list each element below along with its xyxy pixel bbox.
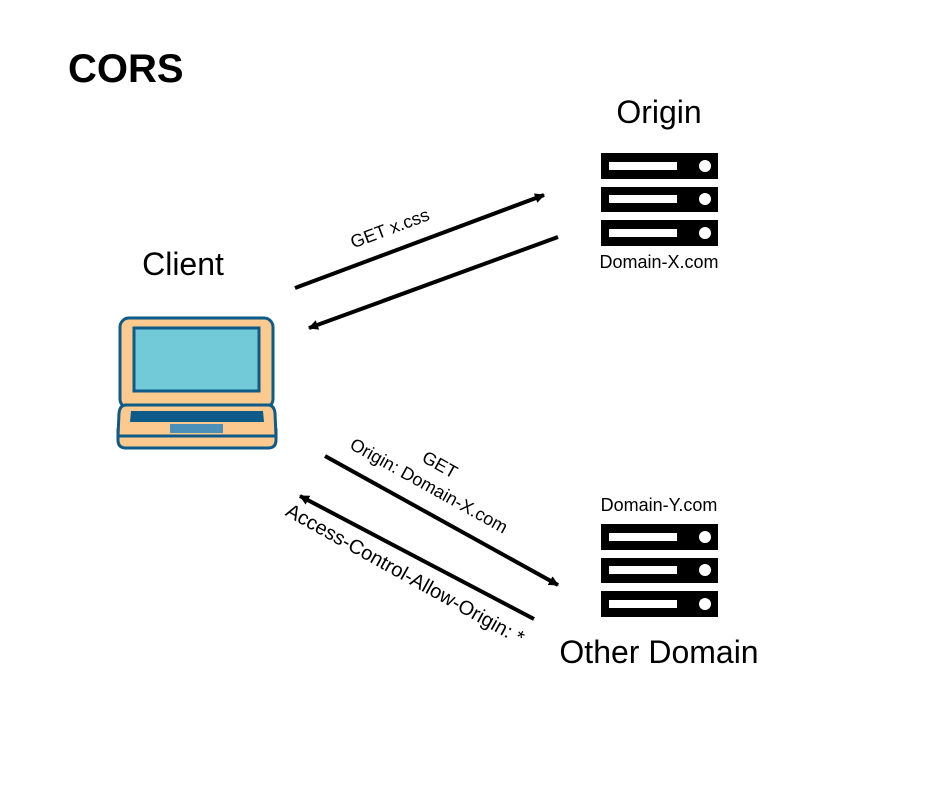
origin-label: Origin: [616, 94, 701, 130]
client-label: Client: [142, 246, 224, 282]
server-icon: [601, 524, 718, 617]
laptop-icon: [116, 316, 278, 450]
response-arrow-other: [299, 494, 535, 621]
response-arrow-origin: [308, 235, 559, 330]
origin-domain: Domain-X.com: [599, 252, 718, 272]
diagram-title: CORS: [68, 47, 184, 91]
request-origin-label: GET x.css: [348, 205, 432, 253]
other-domain-name: Domain-Y.com: [601, 495, 718, 515]
other-domain-label: Other Domain: [559, 634, 758, 670]
request-arrow-other: [324, 454, 559, 587]
request-arrow-origin: [294, 193, 545, 290]
server-icon: [601, 153, 718, 246]
